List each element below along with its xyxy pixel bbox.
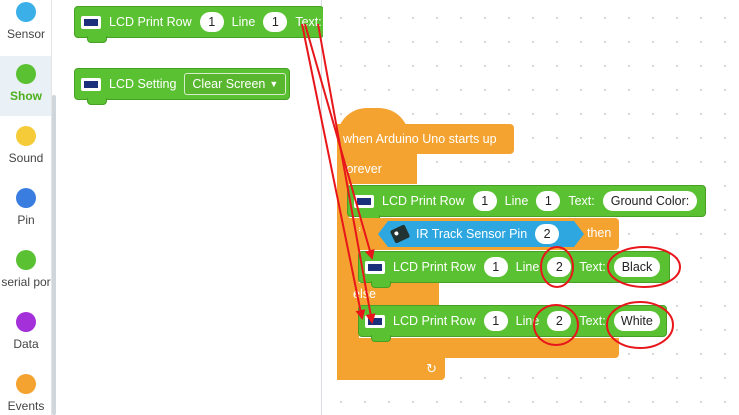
block-label: LCD Print Row <box>393 260 476 274</box>
block-label: LCD Print Row <box>393 314 476 328</box>
lcd-print-block-2[interactable]: LCD Print Row 1 Line 2 Text: Black <box>358 251 670 288</box>
text-label: Text: <box>579 260 606 274</box>
lcd-icon <box>365 314 385 328</box>
line-input[interactable]: 2 <box>547 257 572 277</box>
ir-sensor-icon <box>390 224 410 243</box>
loop-arrow-icon: ↻ <box>426 361 437 376</box>
line-label: Line <box>515 260 540 274</box>
category-label: Data <box>13 337 39 351</box>
when-starts-up-block[interactable]: when Arduino Uno starts up <box>337 124 514 154</box>
event-label: when Arduino Uno starts up <box>343 132 497 146</box>
category-label: Sensor <box>6 27 46 41</box>
lcd-icon <box>365 260 385 274</box>
block-label: LCD Print Row <box>109 15 192 29</box>
data-color-dot <box>16 312 36 332</box>
line-label: Line <box>231 15 256 29</box>
flyout-lcd-print-block[interactable]: LCD Print Row 1 Line 1 Text: <box>74 6 324 43</box>
ir-track-sensor-block[interactable]: IR Track Sensor Pin 2 <box>378 221 584 247</box>
sensor-label: IR Track Sensor Pin <box>416 227 528 241</box>
category-label: serial por <box>1 275 51 289</box>
row-input[interactable]: 1 <box>199 12 224 32</box>
lcd-print-block-3[interactable]: LCD Print Row 1 Line 2 Text: White <box>358 305 667 342</box>
pin-color-dot <box>16 188 36 208</box>
category-scrollbar[interactable] <box>52 95 56 415</box>
flyout-lcd-setting-block[interactable]: LCD Setting Clear Screen ▼ <box>74 68 290 105</box>
lcd-icon <box>81 77 101 91</box>
line-label: Line <box>504 194 529 208</box>
events-color-dot <box>16 374 36 394</box>
text-label: Text: <box>579 314 606 328</box>
text-label: Text: <box>295 15 322 29</box>
lcd-print-block-1[interactable]: LCD Print Row 1 Line 1 Text: Ground Colo… <box>347 185 706 222</box>
show-color-dot <box>16 64 36 84</box>
block-label: LCD Setting <box>109 77 177 91</box>
category-show[interactable]: Show <box>0 56 51 116</box>
category-sound[interactable]: Sound <box>0 118 51 178</box>
sound-color-dot <box>16 126 36 146</box>
text-input[interactable]: Ground Color: <box>602 191 698 211</box>
line-input[interactable]: 1 <box>263 12 288 32</box>
then-label: then <box>587 226 612 240</box>
row-input[interactable]: 1 <box>483 257 508 277</box>
else-label: else <box>353 287 376 301</box>
lcd-icon <box>81 15 101 29</box>
category-label: Sound <box>8 151 44 165</box>
line-input[interactable]: 1 <box>536 191 561 211</box>
text-input[interactable]: Black <box>613 257 661 277</box>
sensor-pin-input[interactable]: 2 <box>535 224 559 244</box>
category-sensor[interactable]: Sensor <box>0 0 51 54</box>
category-serial-port[interactable]: serial por <box>0 242 51 302</box>
category-label: Pin <box>17 213 35 227</box>
row-input[interactable]: 1 <box>483 311 508 331</box>
category-events[interactable]: Events <box>0 366 51 415</box>
block-label: LCD Print Row <box>382 194 465 208</box>
category-sidebar: Sensor Show Sound Pin serial por Data Ev… <box>0 0 52 415</box>
chevron-down-icon: ▼ <box>269 79 279 89</box>
category-pin[interactable]: Pin <box>0 180 51 240</box>
category-label: Events <box>7 399 45 413</box>
else-row[interactable]: else <box>349 283 439 305</box>
forever-block[interactable]: forever <box>337 154 417 184</box>
category-label: Show <box>10 89 42 103</box>
text-input[interactable]: White <box>613 311 660 331</box>
serial-color-dot <box>16 250 36 270</box>
line-input[interactable]: 2 <box>547 311 572 331</box>
category-data[interactable]: Data <box>0 304 51 364</box>
line-label: Line <box>515 314 540 328</box>
row-input[interactable]: 1 <box>472 191 497 211</box>
forever-label: forever <box>343 162 382 176</box>
sensor-color-dot <box>16 2 36 22</box>
dropdown-value: Clear Screen <box>192 77 266 91</box>
forever-foot[interactable]: ↻ <box>337 358 445 380</box>
text-label: Text: <box>568 194 595 208</box>
lcd-icon <box>354 194 374 208</box>
block-flyout: LCD Print Row 1 Line 1 Text: LCD Setting… <box>57 0 324 415</box>
lcd-setting-dropdown[interactable]: Clear Screen ▼ <box>184 73 287 95</box>
